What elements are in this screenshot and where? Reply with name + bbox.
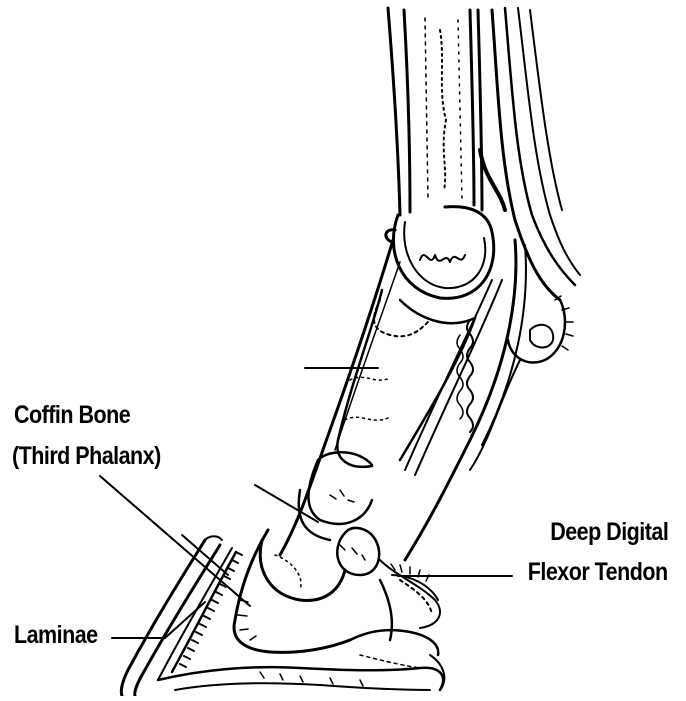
label-deep-digital: Deep Digital [550,520,668,545]
leader-lines [100,368,512,638]
coffin-bone [234,530,438,655]
heel-bulb [391,564,438,600]
cannon-bone [388,8,482,215]
label-laminae: Laminae [14,623,98,648]
flexor-tendons [480,8,580,300]
label-coffin-bone: Coffin Bone [14,403,130,428]
fetlock-joint [386,207,494,299]
long-pastern-bone [337,290,475,467]
tendon-sheath [405,240,526,560]
hoof-wall [121,536,232,696]
short-pastern-bone [299,452,372,540]
navicular-bone [337,528,379,575]
pastern-front [280,240,430,555]
label-third-phalanx: (Third Phalanx) [12,444,161,469]
sole [158,655,444,690]
label-flexor-tendon: Flexor Tendon [528,560,668,585]
